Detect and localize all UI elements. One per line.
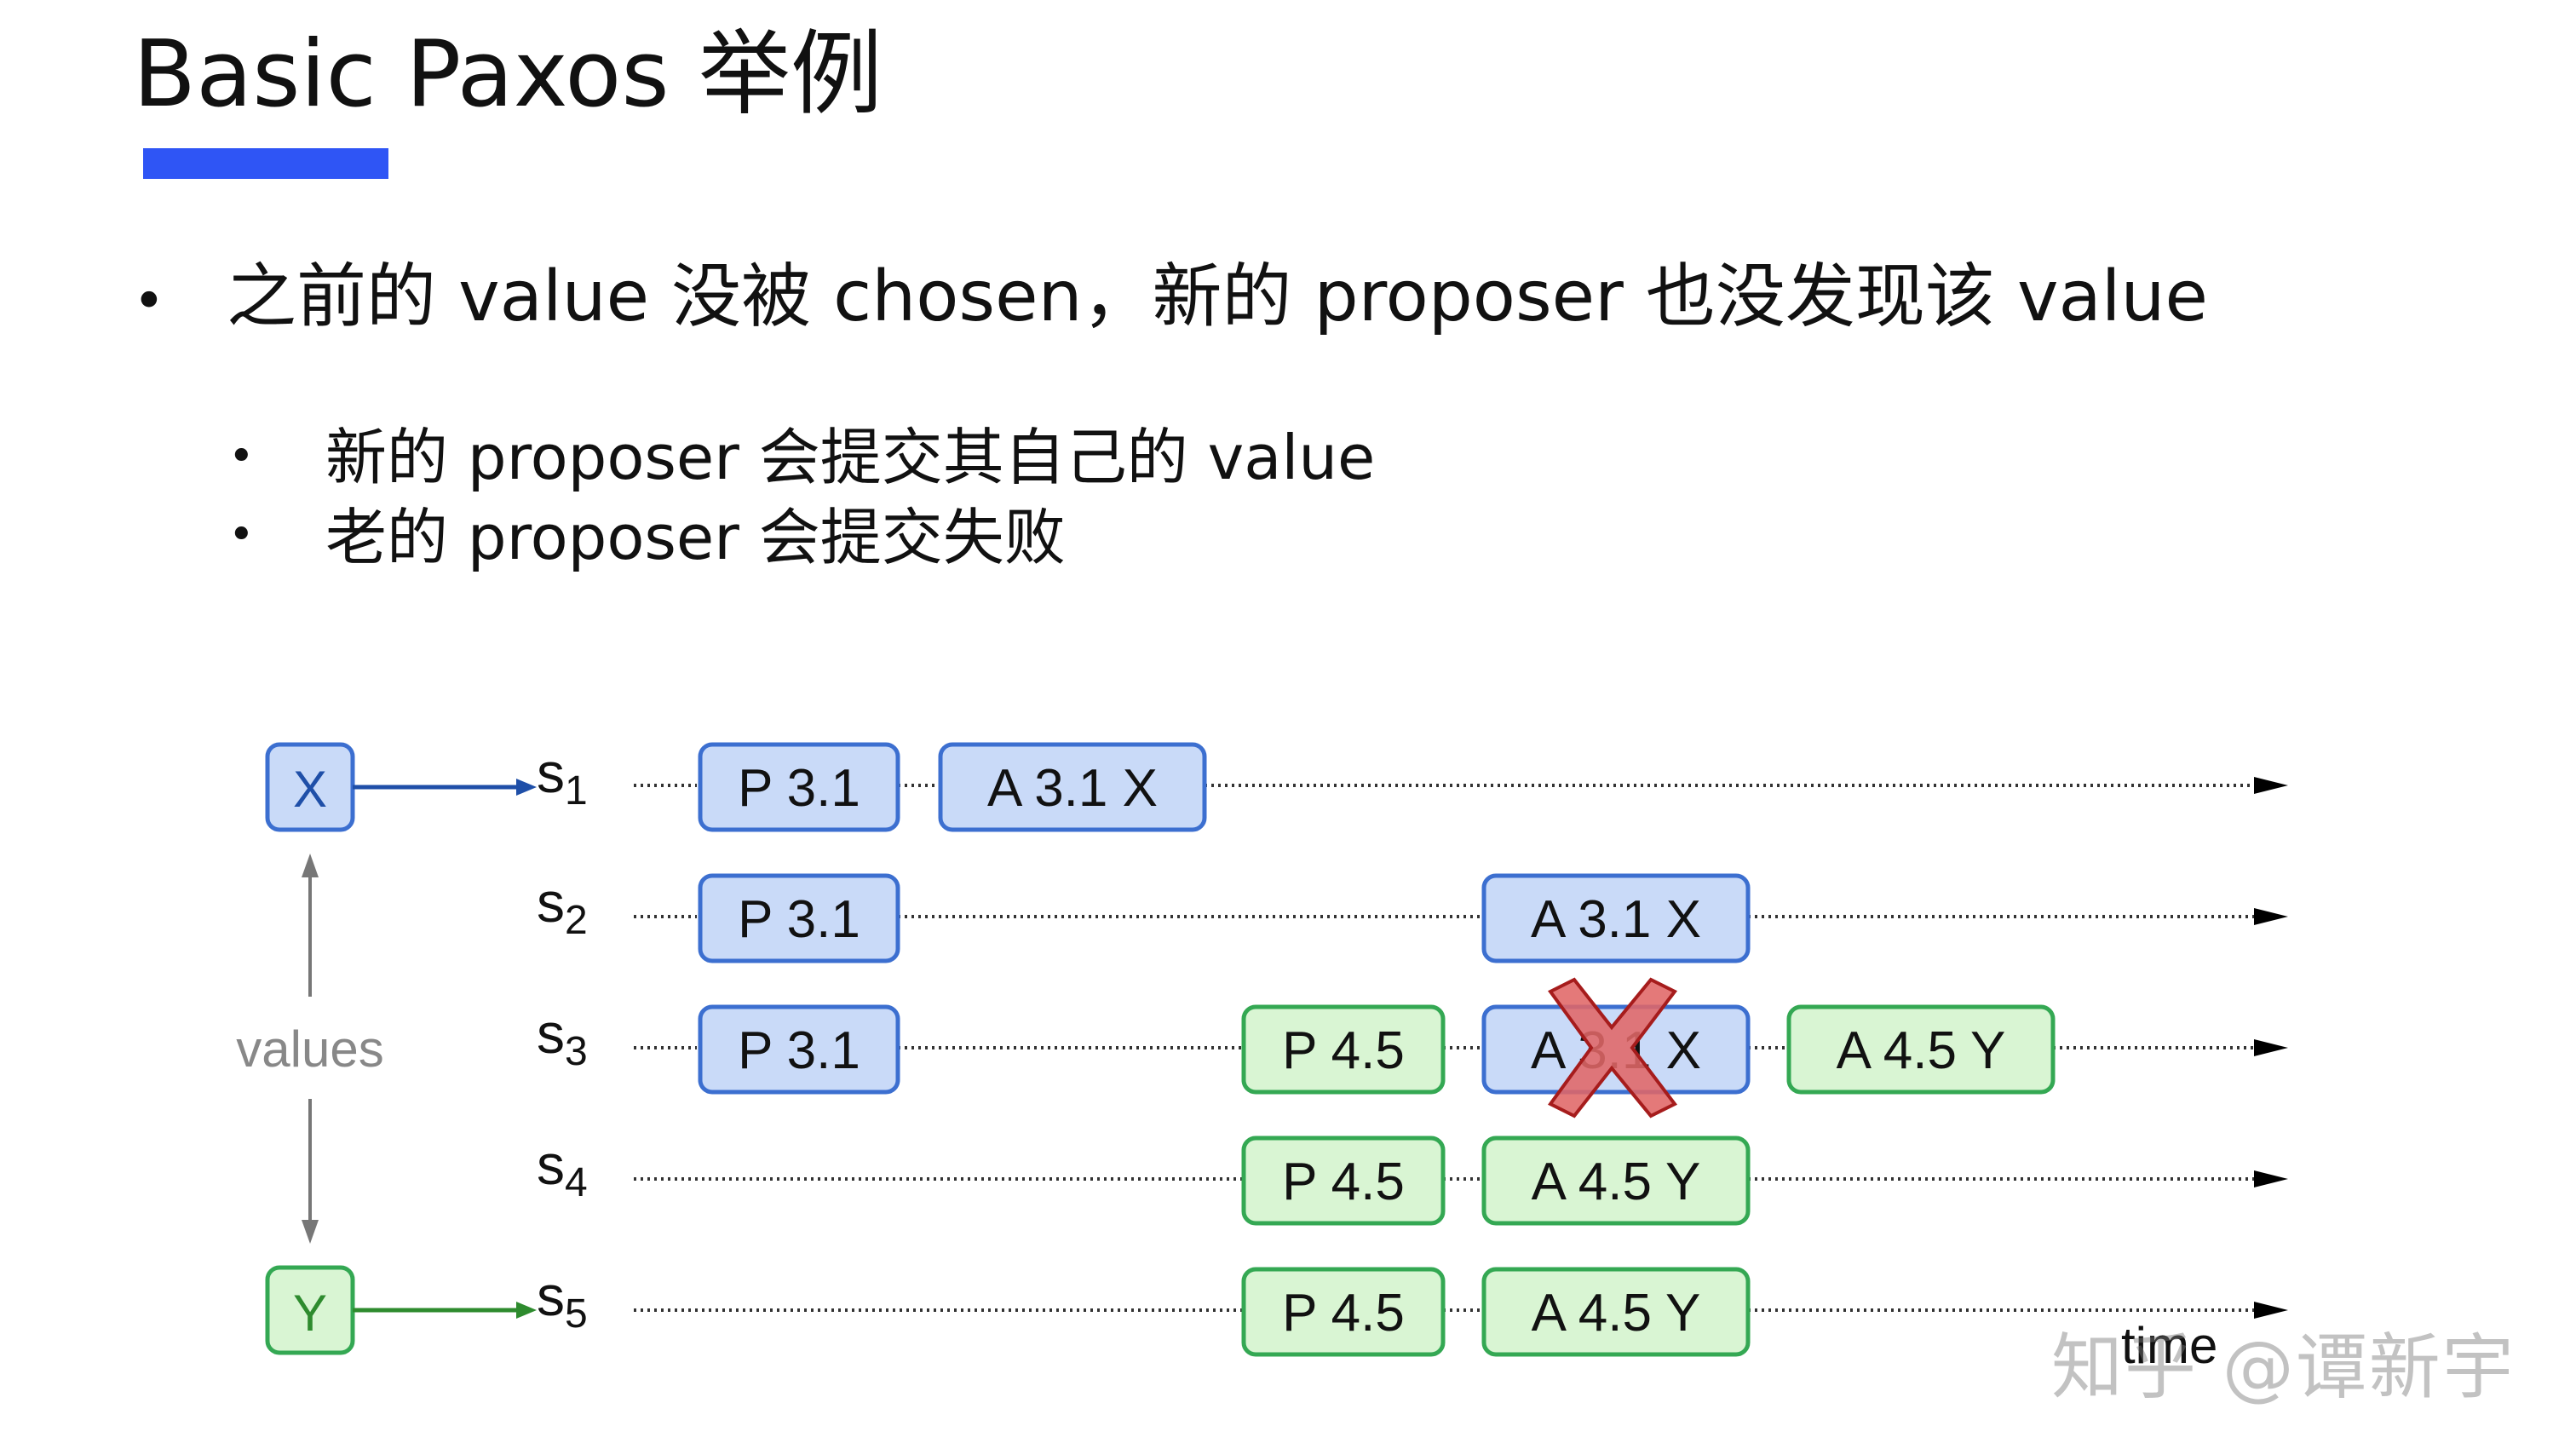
server-base-s1: s	[537, 741, 565, 804]
server-label-s3: s3	[537, 1002, 588, 1074]
value-x-arrowhead	[516, 779, 537, 796]
main-bullet-text: 之前的 value 没被 chosen，新的 proposer 也没发现该 va…	[227, 256, 2208, 337]
server-base-s5: s	[537, 1264, 565, 1327]
box-label: P 3.1	[738, 890, 860, 949]
page-title: Basic Paxos 举例	[133, 21, 883, 128]
value-y-label: Y	[293, 1285, 327, 1342]
bullet-dot-sub-2: •	[228, 509, 255, 561]
value-x-label: X	[293, 761, 327, 818]
reject-cross-icon	[1547, 977, 1678, 1118]
value-x-node: X	[265, 742, 355, 832]
box-p45-s3: P 4.5	[1241, 1004, 1446, 1095]
watermark: 知乎 @谭新宇	[2051, 1325, 2516, 1409]
value-y-node: Y	[265, 1265, 355, 1355]
server-label-s1: s1	[537, 741, 588, 814]
values-arrowhead-down	[302, 1220, 319, 1244]
box-label: P 3.1	[738, 1021, 860, 1080]
box-label: P 4.5	[1282, 1021, 1405, 1080]
timeline-arrowhead-s2	[2254, 908, 2288, 925]
box-label: A 4.5 Y	[1532, 1284, 1701, 1343]
time-axis-label: time	[2121, 1317, 2217, 1374]
box-p31-s1: P 3.1	[698, 742, 900, 832]
server-sub-s4: 4	[565, 1160, 588, 1205]
sub-bullet-text-2: 老的 proposer 会提交失败	[325, 502, 1066, 573]
server-base-s2: s	[537, 871, 565, 934]
timeline-arrowhead-s4	[2254, 1170, 2288, 1187]
box-label: P 3.1	[738, 759, 860, 818]
server-sub-s2: 2	[565, 898, 588, 943]
server-base-s3: s	[537, 1002, 565, 1065]
box-label: A 3.1 X	[987, 759, 1158, 818]
values-label: values	[236, 1021, 383, 1078]
svg-text:s5: s5	[537, 1264, 588, 1337]
server-label-s5: s5	[537, 1264, 588, 1337]
box-label: A 4.5 Y	[1532, 1153, 1701, 1211]
timeline-arrowhead-s1	[2254, 777, 2288, 794]
svg-text:s2: s2	[537, 871, 588, 943]
svg-text:s4: s4	[537, 1133, 588, 1205]
bullet-dot-main: •	[133, 270, 165, 333]
svg-text:s1: s1	[537, 741, 588, 814]
box-p45-s5: P 4.5	[1241, 1267, 1446, 1357]
box-p31-s3: P 3.1	[698, 1004, 900, 1095]
values-arrowhead-up	[302, 854, 319, 877]
box-a45y-s4: A 4.5 Y	[1481, 1136, 1751, 1226]
title-underline	[143, 148, 388, 179]
box-p45-s4: P 4.5	[1241, 1136, 1446, 1226]
server-label-s4: s4	[537, 1133, 588, 1205]
value-y-arrowhead	[516, 1302, 537, 1319]
box-label: A 3.1 X	[1531, 890, 1701, 949]
bullet-dot-sub-1: •	[228, 431, 255, 482]
timeline-arrowhead-s5	[2254, 1302, 2288, 1319]
server-sub-s3: 3	[565, 1029, 588, 1074]
sub-bullet-text-1: 新的 proposer 会提交其自己的 value	[325, 422, 1376, 493]
server-base-s4: s	[537, 1133, 565, 1196]
box-a31x-s3-rejected: A 3.1 X	[1481, 977, 1751, 1118]
box-a31x-s2: A 3.1 X	[1481, 873, 1751, 963]
box-label: P 4.5	[1282, 1284, 1405, 1343]
box-a45y-s3: A 4.5 Y	[1786, 1004, 2056, 1095]
server-label-s2: s2	[537, 871, 588, 943]
server-sub-s5: 5	[565, 1291, 588, 1337]
box-label: A 4.5 Y	[1837, 1021, 2006, 1080]
box-a45y-s5: A 4.5 Y	[1481, 1267, 1751, 1357]
box-label: P 4.5	[1282, 1153, 1405, 1211]
box-p31-s2: P 3.1	[698, 873, 900, 963]
server-sub-s1: 1	[565, 768, 588, 814]
box-a31x-s1: A 3.1 X	[938, 742, 1207, 832]
timeline-arrowhead-s3	[2254, 1039, 2288, 1056]
svg-text:s3: s3	[537, 1002, 588, 1074]
